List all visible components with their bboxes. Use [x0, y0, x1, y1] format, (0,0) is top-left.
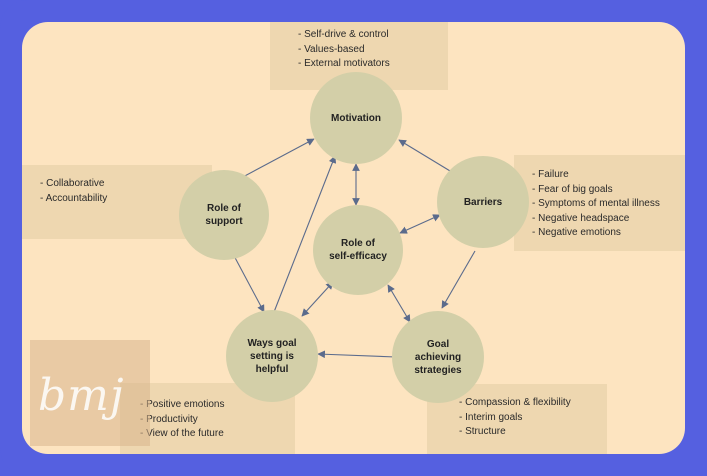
list-item: Fear of big goals [532, 183, 685, 198]
barriers-label: Barriers [463, 196, 503, 208]
goal-strategies-node: Goal achieving strategies [392, 311, 484, 403]
motivation-list-box: Self-drive & control Values-based Extern… [270, 22, 448, 90]
bmj-watermark: bmj [38, 370, 125, 421]
motivation-list: Self-drive & control Values-based Extern… [270, 22, 448, 72]
role-of-support-node: Role of support [179, 170, 269, 260]
watermark-backdrop [30, 340, 150, 446]
goal-strategies-list: Compassion & flexibility Interim goals S… [427, 384, 607, 440]
list-item: Values-based [298, 43, 448, 58]
arrow-strategies-to-waysgoal [317, 350, 397, 359]
arrow-barriers-selfefficacy [399, 214, 441, 234]
list-item: Symptoms of mental illness [532, 197, 685, 212]
list-item: Negative emotions [532, 226, 685, 241]
motivation-label: Motivation [331, 112, 381, 124]
barriers-list: Failure Fear of big goals Symptoms of me… [514, 155, 685, 241]
role-of-support-label: Role of support [205, 203, 243, 227]
list-item: Collaborative [40, 177, 212, 192]
diagram-canvas: Self-drive & control Values-based Extern… [22, 22, 685, 454]
arrow-barriers-to-strategies [441, 250, 476, 309]
barriers-list-box: Failure Fear of big goals Symptoms of me… [514, 155, 685, 251]
list-item: Positive emotions [140, 398, 295, 413]
self-efficacy-node: Role of self-efficacy [313, 205, 403, 295]
list-item: Accountability [40, 192, 212, 207]
list-item: Structure [459, 425, 607, 440]
arrow-selfefficacy-waysgoal [301, 281, 334, 317]
list-item: View of the future [140, 427, 295, 442]
list-item: Failure [532, 168, 685, 183]
role-support-list: Collaborative Accountability [22, 165, 212, 206]
arrow-support-to-waysgoal [231, 251, 265, 313]
list-item: Compassion & flexibility [459, 396, 607, 411]
barriers-node: Barriers [437, 156, 529, 248]
self-efficacy-label: Role of self-efficacy [329, 238, 387, 262]
list-item: Productivity [140, 413, 295, 428]
goal-strategies-label: Goal achieving strategies [414, 338, 462, 376]
list-item: Interim goals [459, 411, 607, 426]
ways-goal-label: Ways goal setting is helpful [247, 337, 297, 375]
arrow-selfefficacy-strategies [387, 284, 411, 323]
arrow-waysgoal-to-motivation [273, 155, 337, 313]
list-item: Self-drive & control [298, 28, 448, 43]
list-item: External motivators [298, 57, 448, 72]
motivation-node: Motivation [310, 72, 402, 164]
ways-goal-node: Ways goal setting is helpful [226, 310, 318, 402]
list-item: Negative headspace [532, 212, 685, 227]
ways-goal-list: Positive emotions Productivity View of t… [120, 383, 295, 442]
